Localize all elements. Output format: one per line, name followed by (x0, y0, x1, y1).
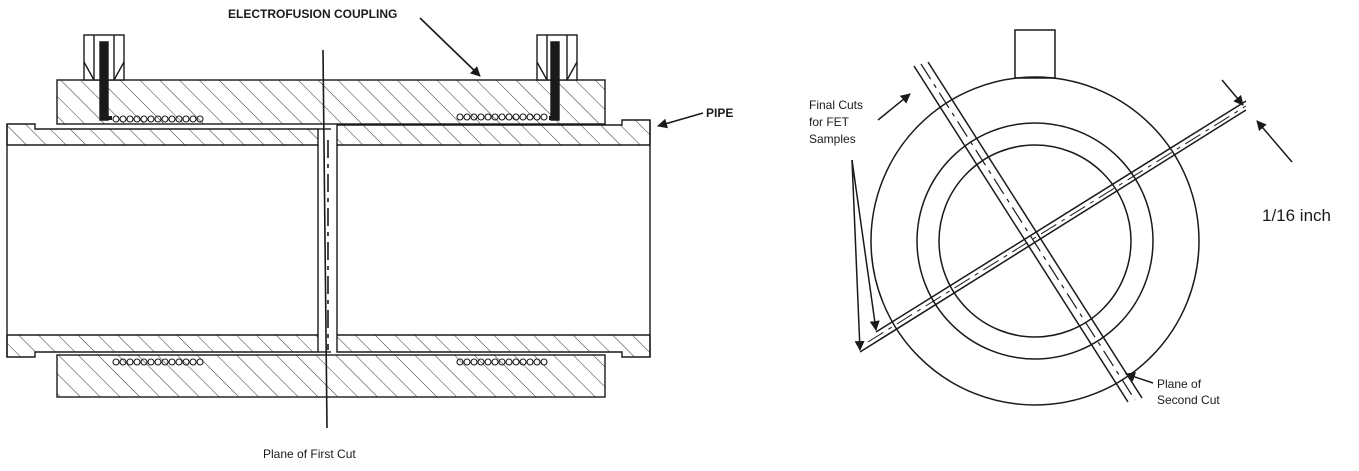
heating-coil-bottom-right (456, 358, 548, 366)
final-cut-centerline (867, 105, 1247, 343)
pipe-leader (657, 112, 704, 129)
dimension-arrow-bottom (1256, 120, 1293, 163)
terminal-right (536, 34, 578, 121)
first-cut-line (322, 49, 328, 429)
electrofusion-coupling-label: ELECTROFUSION COUPLING (228, 7, 397, 21)
final-cuts-label-line2: for FET (809, 115, 850, 129)
longitudinal-section (6, 34, 651, 429)
plane-of-first-cut-label: Plane of First Cut (263, 447, 356, 461)
heating-coil-top-left (112, 115, 204, 123)
right-leaders (851, 79, 1293, 384)
left-leaders (419, 17, 704, 129)
pipe-left-top-wall (6, 123, 319, 146)
final-cuts-label-line3: Samples (809, 132, 856, 146)
pipe-right-bottom-wall (336, 334, 651, 358)
final-cut-line-a (859, 109, 1247, 353)
heating-coil-top-right (456, 113, 548, 121)
coupling-leader (419, 17, 481, 77)
second-cut-centerline (920, 63, 1136, 401)
final-cuts-label-line1: Final Cuts (809, 98, 863, 112)
plane-of-second-cut-line1: Plane of (1157, 377, 1202, 391)
terminal-top (1014, 29, 1056, 79)
final-cuts-leader-a (851, 159, 865, 351)
dimension-label: 1/16 inch (1262, 206, 1331, 225)
pipe-outer-circle (916, 122, 1154, 360)
cross-section (859, 29, 1247, 406)
final-cuts-leader-b (851, 159, 880, 331)
pipe-label: PIPE (706, 106, 733, 120)
second-cut-line-b (927, 61, 1143, 399)
coupling-bottom-wall (56, 354, 606, 398)
second-cut-leader (1125, 372, 1154, 384)
terminal-left (83, 34, 125, 121)
dimension-arrow-top (1221, 79, 1244, 106)
final-cuts-leader-top (877, 93, 911, 121)
coupling-outer-circle (870, 76, 1200, 406)
pipe-inner-circle (938, 144, 1132, 338)
pipe-left-bottom-wall (6, 334, 319, 358)
heating-coil-bottom-left (112, 358, 204, 366)
final-cut-line-b (875, 100, 1247, 333)
second-cut-line-a (913, 65, 1129, 403)
plane-of-second-cut-line2: Second Cut (1157, 393, 1220, 407)
